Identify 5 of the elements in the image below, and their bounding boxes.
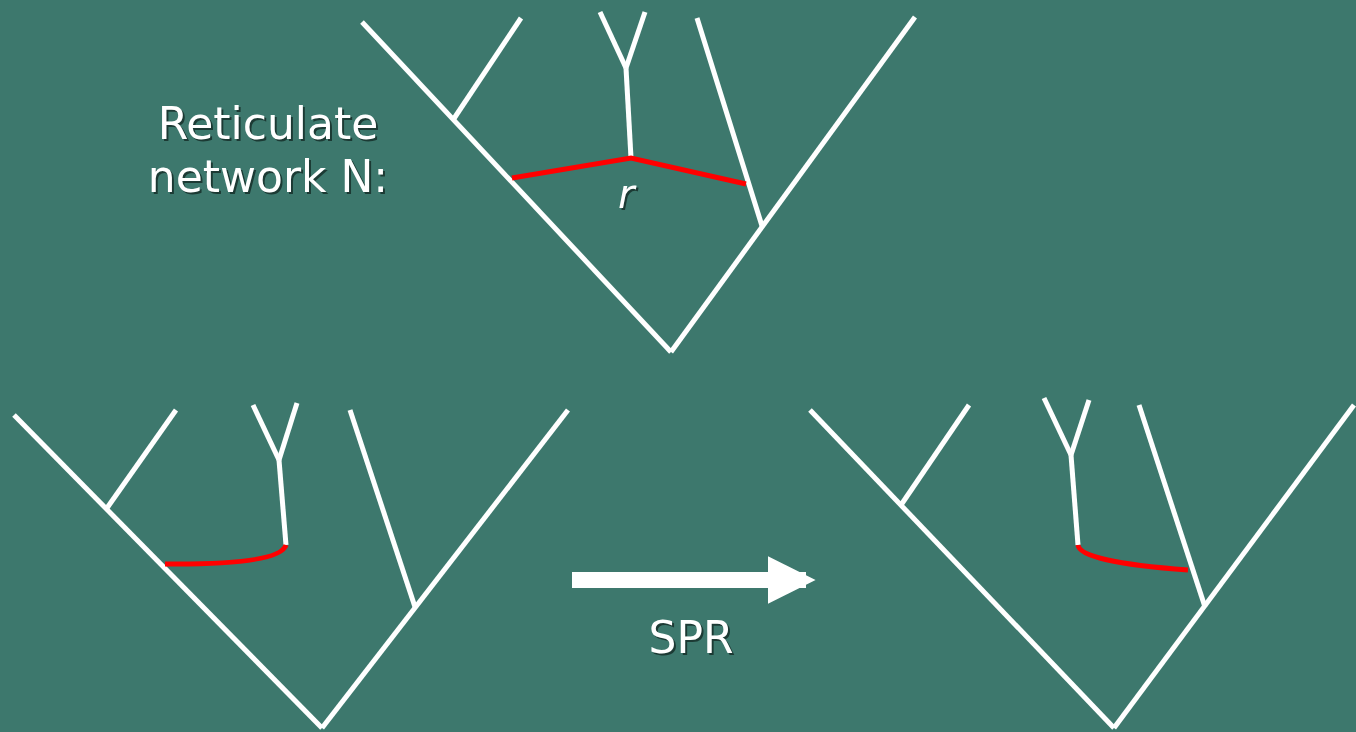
tree-drawing xyxy=(810,400,1356,732)
arrow xyxy=(572,556,816,604)
tree-drawing xyxy=(10,400,572,732)
diagram-label: Reticulate network N: xyxy=(146,98,390,204)
reticulation-label: r xyxy=(618,170,638,218)
